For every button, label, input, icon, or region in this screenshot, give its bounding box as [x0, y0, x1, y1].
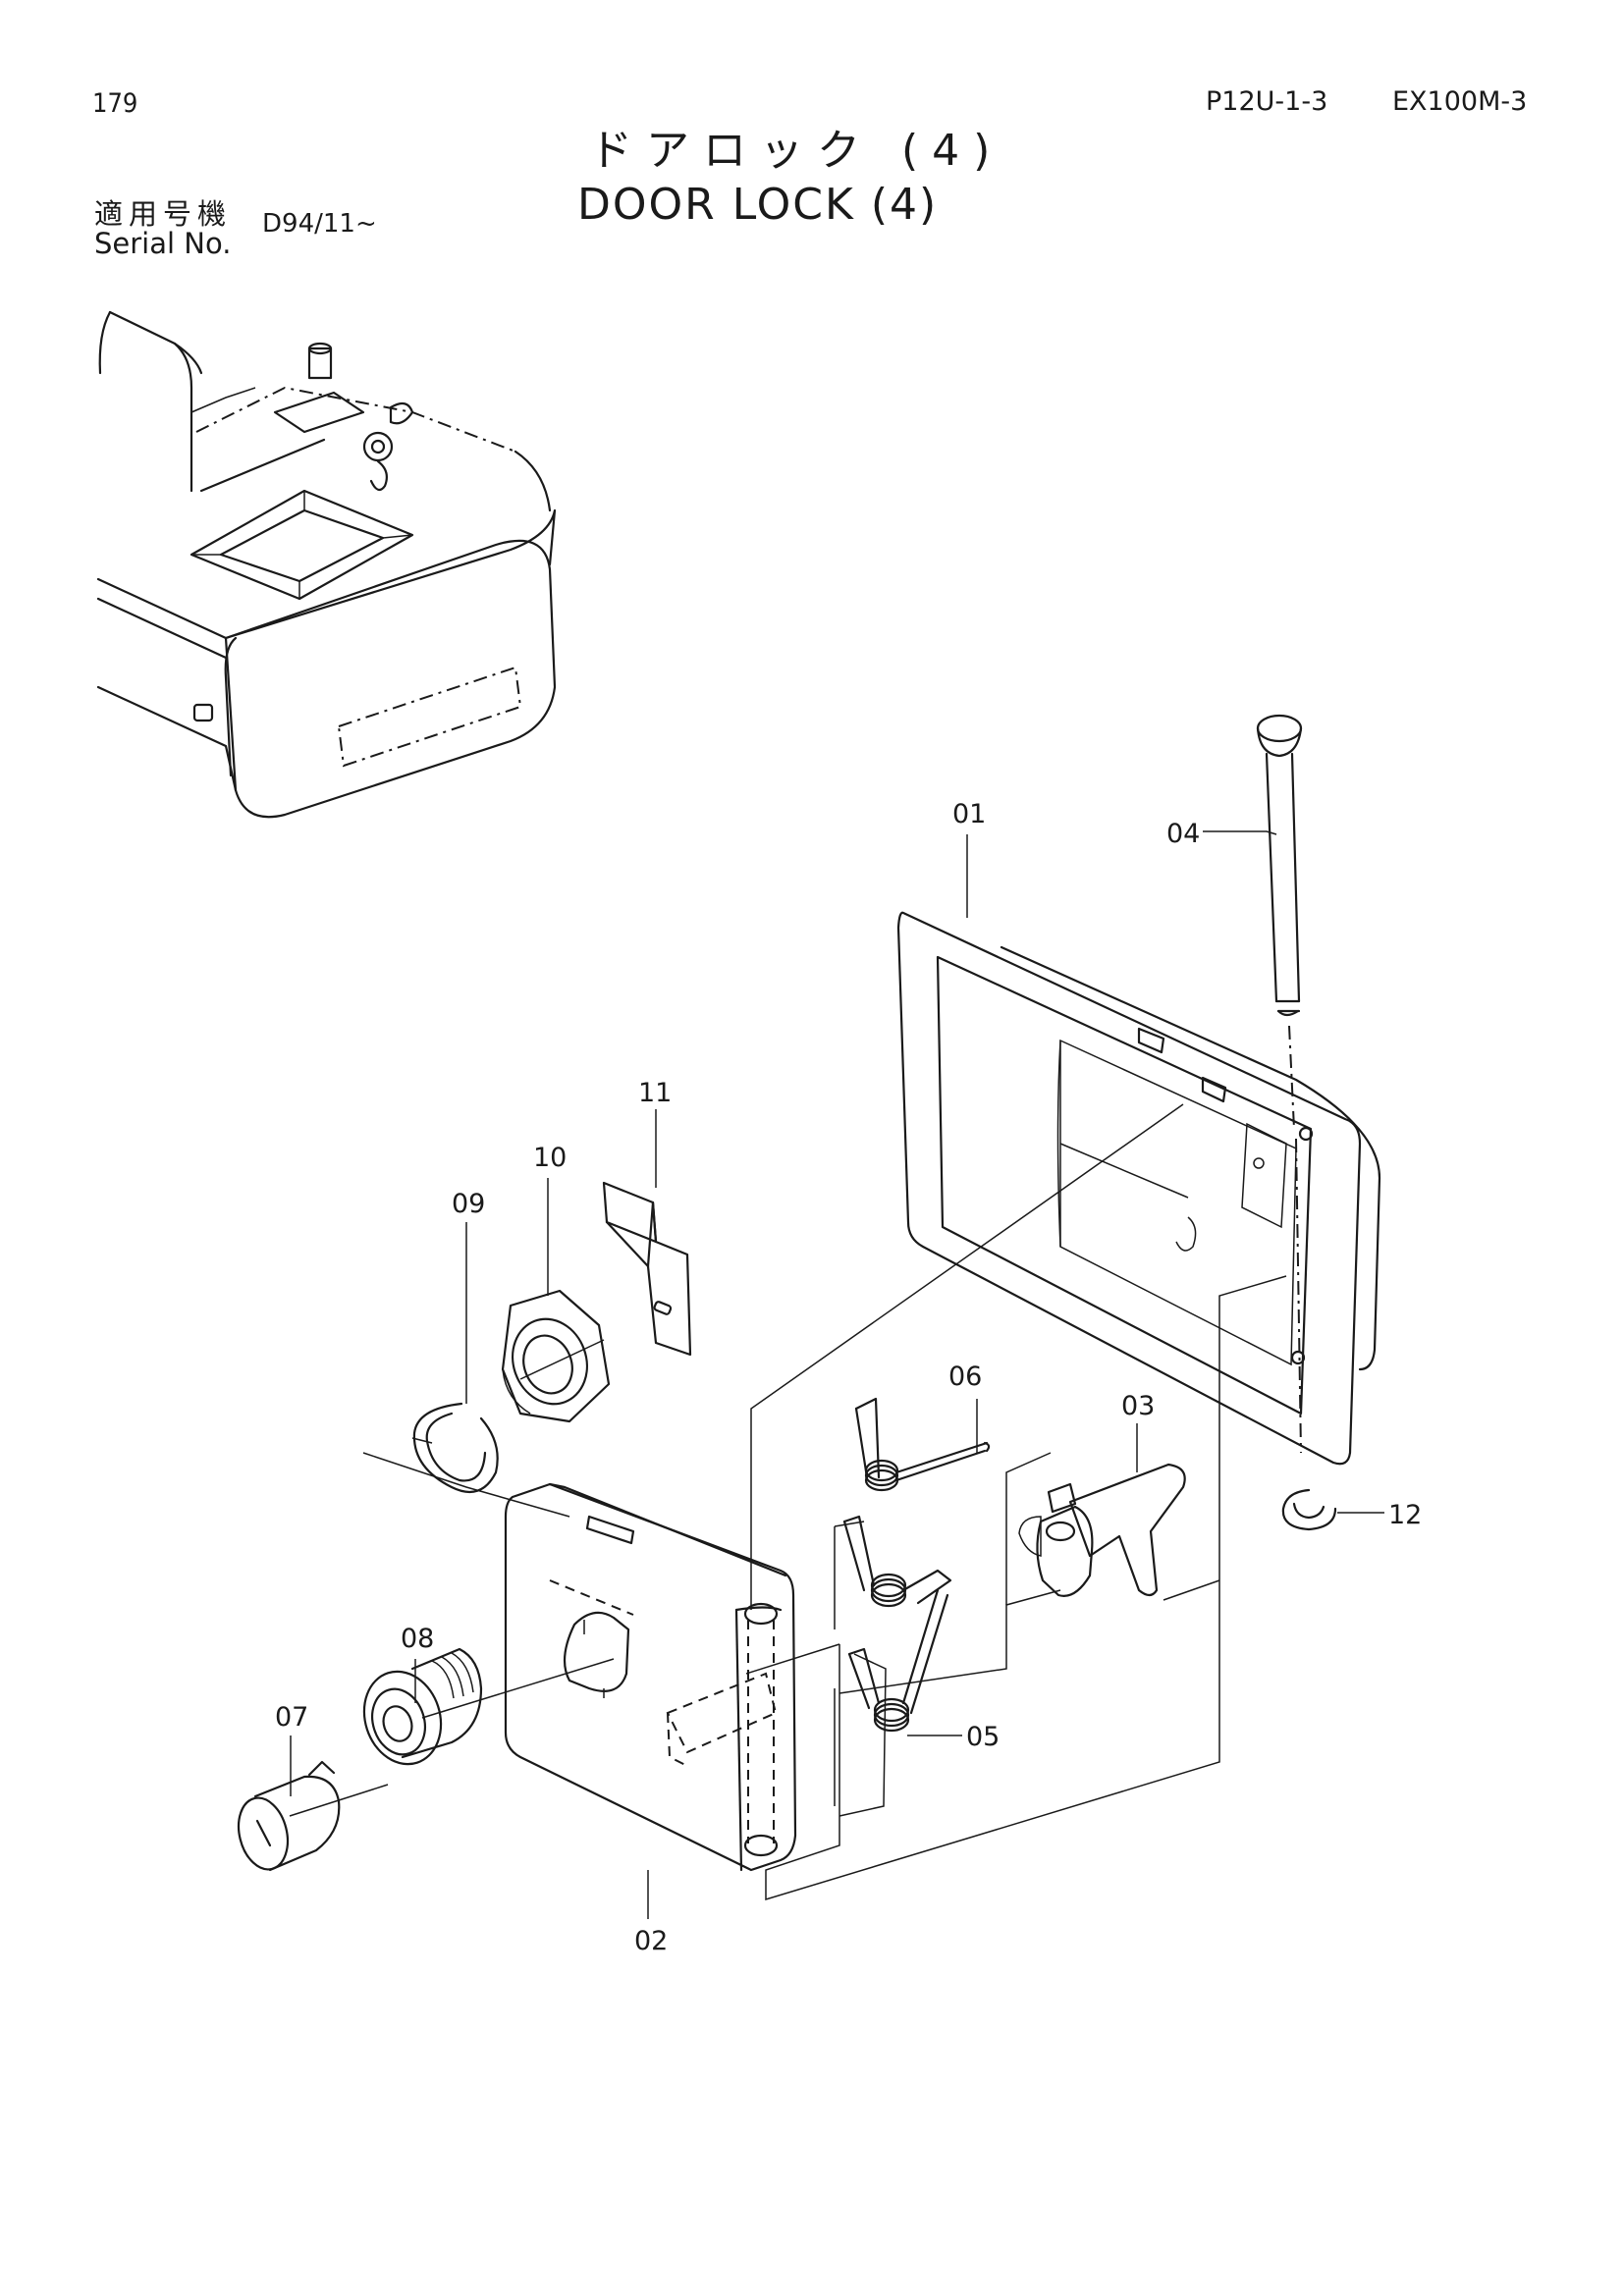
serial-label-japanese: 適用号機 [94, 197, 233, 231]
part-03-latch-lever [1018, 1463, 1186, 1597]
part-10-nut [501, 1289, 611, 1423]
cab-overview-illustration [96, 310, 557, 819]
part-04-pin [1256, 714, 1303, 1130]
page-code: P12U-1-3 [1206, 86, 1328, 117]
alignment-lines [289, 1103, 1287, 1901]
callout-08: 08 [401, 1624, 434, 1654]
callout-10: 10 [533, 1143, 567, 1173]
callout-11: 11 [638, 1078, 672, 1108]
part-08-cylinder-bushing [362, 1647, 483, 1766]
page-number: 179 [92, 88, 138, 119]
part-02-lock-body [504, 1482, 797, 1872]
part-09-retaining-ring [412, 1402, 499, 1494]
serial-label: Serial No. [94, 227, 232, 260]
callout-labels: 01 02 03 04 05 06 07 08 09 10 11 12 [275, 799, 1422, 1956]
leader-lines [290, 830, 1384, 1919]
page-title: DOOR LOCK (4) [577, 180, 939, 230]
page-title-japanese: ドアロック (4) [589, 126, 1004, 176]
callout-03: 03 [1121, 1391, 1155, 1421]
callout-02: 02 [634, 1926, 668, 1956]
part-01-handle-housing [896, 911, 1381, 1466]
serial-value: D94/11~ [262, 209, 377, 239]
model-number: EX100M-3 [1392, 86, 1528, 117]
part-07-key-cylinder [237, 1760, 341, 1872]
callout-05: 05 [966, 1722, 1000, 1752]
callout-07: 07 [275, 1702, 308, 1733]
callout-01: 01 [952, 799, 986, 829]
callout-09: 09 [452, 1189, 485, 1219]
part-05-springs [842, 1515, 952, 1733]
part-12-snap-ring [1281, 1138, 1337, 1531]
part-06-spring [854, 1397, 991, 1492]
part-11-lock-plate [602, 1181, 692, 1357]
callout-04: 04 [1166, 819, 1200, 849]
callout-12: 12 [1388, 1500, 1422, 1530]
callout-06: 06 [948, 1362, 982, 1392]
